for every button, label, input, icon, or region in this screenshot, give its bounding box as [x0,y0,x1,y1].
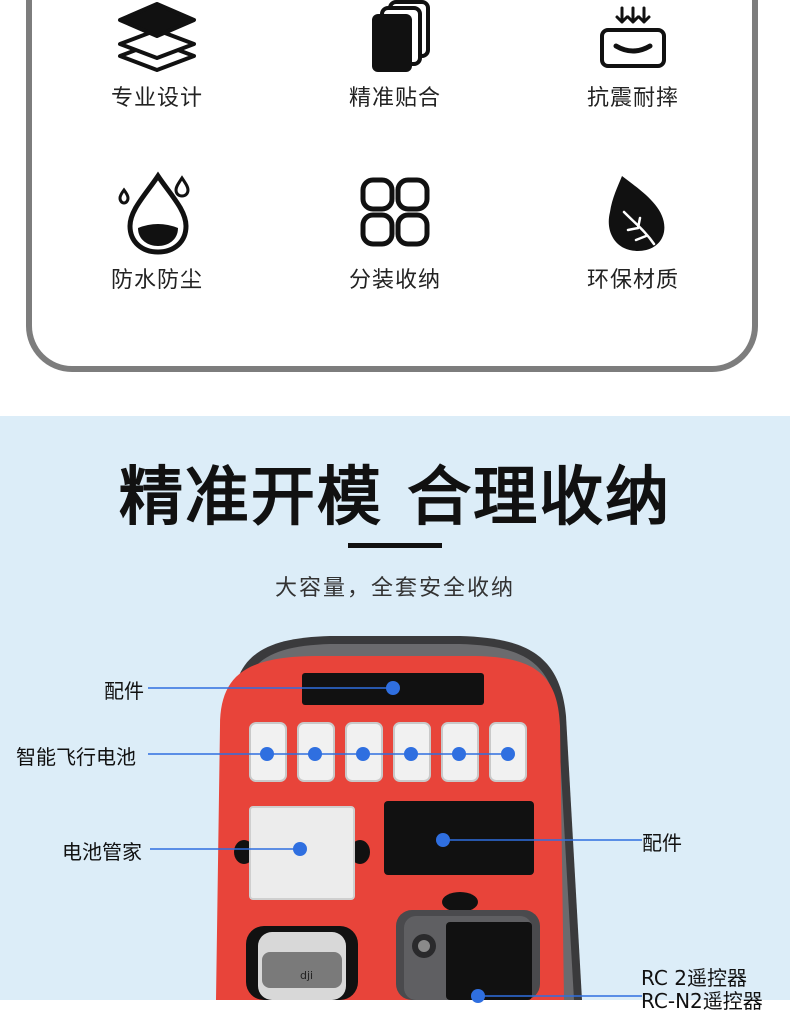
layers-icon [118,2,196,72]
shock-absorb-icon [600,6,666,68]
callout-battery-hub: 电池管家 [62,840,142,864]
storage-section: 精准开模 合理收纳 大容量，全套安全收纳 dji [0,416,790,1013]
leaf-icon [608,176,665,251]
feature-label: 环保材质 [586,268,679,293]
callout-accessory-right: 配件 [642,831,682,855]
features-section: 专业设计 精准贴合 抗震耐摔 防水防尘 [0,0,790,416]
feature-label: 分装收纳 [348,268,441,293]
stacked-cards-icon [372,0,430,72]
feature-label: 精准贴合 [348,86,441,111]
feature-waterproof: 防水防尘 [77,171,237,293]
feature-compartments: 分装收纳 [315,176,475,293]
feature-label: 防水防尘 [110,268,203,293]
backpack-interior-illustration: dji [148,636,642,1003]
remote-controller [396,892,540,1000]
water-drop-icon [118,171,190,255]
callout-rcn2: RC-N2遥控器 [641,989,763,1013]
section-headline: 精准开模 合理收纳 [118,461,672,535]
headline-divider [348,543,442,548]
callout-dots [260,681,515,1003]
grid-compartments-icon [360,177,430,247]
feature-eco-material: 环保材质 [553,172,713,293]
section-subline: 大容量，全套安全收纳 [274,576,515,601]
callout-lines [148,687,642,997]
callout-rc2: RC 2遥控器 [641,966,747,990]
callout-batteries: 智能飞行电池 [16,745,136,769]
feature-professional-design: 专业设计 [77,0,237,111]
svg-text:dji: dji [300,969,313,982]
drone-body: dji [246,926,358,1000]
feature-label: 抗震耐摔 [586,86,679,111]
callout-accessory-top: 配件 [104,679,144,703]
feature-shockproof: 抗震耐摔 [553,0,713,111]
feature-label: 专业设计 [110,86,203,111]
feature-precise-fit: 精准贴合 [315,0,475,111]
accessory-pocket-right [384,801,534,875]
